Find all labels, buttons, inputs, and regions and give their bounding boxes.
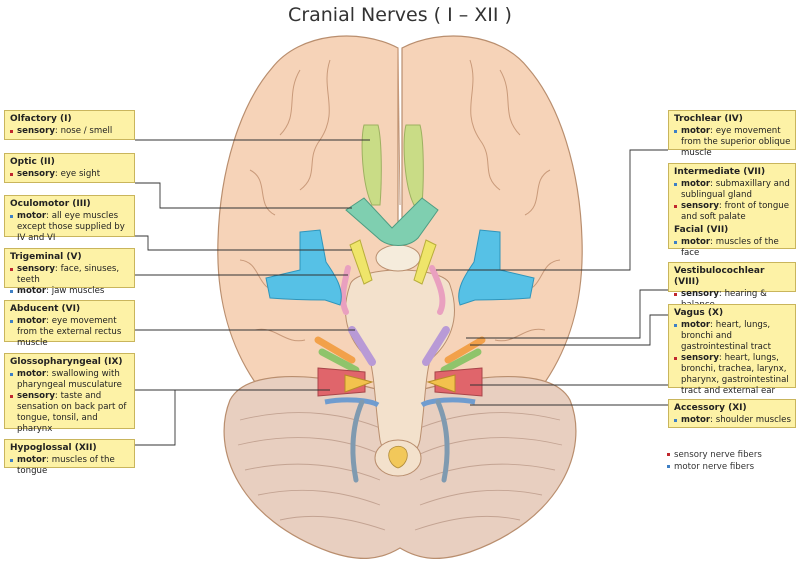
nerve-name: Vestibulocochlear (VIII) [674,266,765,287]
motor-line: motor: swallowing with pharyngeal muscul… [10,369,130,391]
nerve-name: Facial (VII) [674,225,729,235]
sensory-line: sensory: taste and sensation on back par… [10,391,130,435]
nerve-name: Abducent (VI) [10,304,81,314]
motor-line: motor: eye movement from the external re… [10,316,130,349]
label-vagus: Vagus (X) motor: heart, lungs, bronchi a… [668,304,796,396]
label-abducent: Abducent (VI) motor: eye movement from t… [4,300,135,348]
sensory-line: sensory: nose / smell [10,126,130,137]
label-vestibulocochlear: Vestibulocochlear (VIII) sensory: hearin… [668,262,796,310]
nerve-name: Trigeminal (V) [10,252,82,262]
olfactory-nerves [361,124,424,206]
trigeminal-nerves [265,229,535,306]
sensory-line: sensory: eye sight [10,169,130,180]
nerve-name: Intermediate (VII) [674,167,766,177]
legend-sensory: sensory nerve fibers [667,449,762,461]
label-optic: Optic (II) sensory: eye sight [4,153,135,183]
label-accessory: Accessory (XI) motor: shoulder muscles [668,399,796,428]
motor-line: motor: muscles of the tongue [10,455,130,477]
trochlear-nerves [339,265,446,315]
motor-line: motor: shoulder muscles [674,415,791,426]
legend: sensory nerve fibers motor nerve fibers [667,449,762,473]
label-trochlear: Trochlear (IV) motor: eye movement from … [668,110,796,158]
sensory-line: sensory: front of tongue and soft palate [674,201,791,223]
nerve-name: Vagus (X) [674,308,724,318]
motor-line: motor: submaxillary and sublingual gland [674,179,791,201]
label-intermediate-facial: Intermediate (VII) motor: submaxillary a… [668,163,796,258]
abducent-nerves [348,326,450,366]
label-oculomotor: Oculomotor (III) motor: all eye muscles … [4,195,135,243]
oculomotor-nerves [349,239,437,285]
label-olfactory: Olfactory (I) sensory: nose / smell [4,110,135,140]
motor-line: motor: eye movement from the superior ob… [674,126,791,159]
accessory-hypoglossal-nerves [324,397,476,483]
sensory-line: sensory: face, sinuses, teeth [10,264,130,286]
label-glossopharyngeal: Glossopharyngeal (IX) motor: swallowing … [4,353,135,434]
brainstem [345,244,455,477]
motor-line: motor: heart, lungs, bronchi and gastroi… [674,320,791,353]
legend-motor: motor nerve fibers [667,461,762,473]
nerve-name: Glossopharyngeal (IX) [10,357,123,367]
leader-lines [135,139,668,446]
facial-vestibulo-nerves [314,336,486,374]
page-title: Cranial Nerves ( I – XII ) [288,4,512,26]
nerve-name: Trochlear (IV) [674,114,743,124]
motor-line: motor: jaw muscles [10,286,130,297]
motor-line: motor: all eye muscles except those supp… [10,211,130,244]
motor-line: motor: muscles of the face [674,237,791,259]
vagus-glosso-nerves [317,367,483,397]
nerve-name: Accessory (XI) [674,403,747,413]
nerve-name: Optic (II) [10,157,55,167]
nerve-name: Oculomotor (III) [10,199,91,209]
label-trigeminal: Trigeminal (V) sensory: face, sinuses, t… [4,248,135,296]
nerve-name: Olfactory (I) [10,114,72,124]
sensory-line: sensory: heart, lungs, bronchi, trachea,… [674,353,791,397]
nerve-name: Hypoglossal (XII) [10,443,97,453]
label-hypoglossal: Hypoglossal (XII) motor: muscles of the … [4,439,135,476]
optic-chiasm [345,197,439,246]
